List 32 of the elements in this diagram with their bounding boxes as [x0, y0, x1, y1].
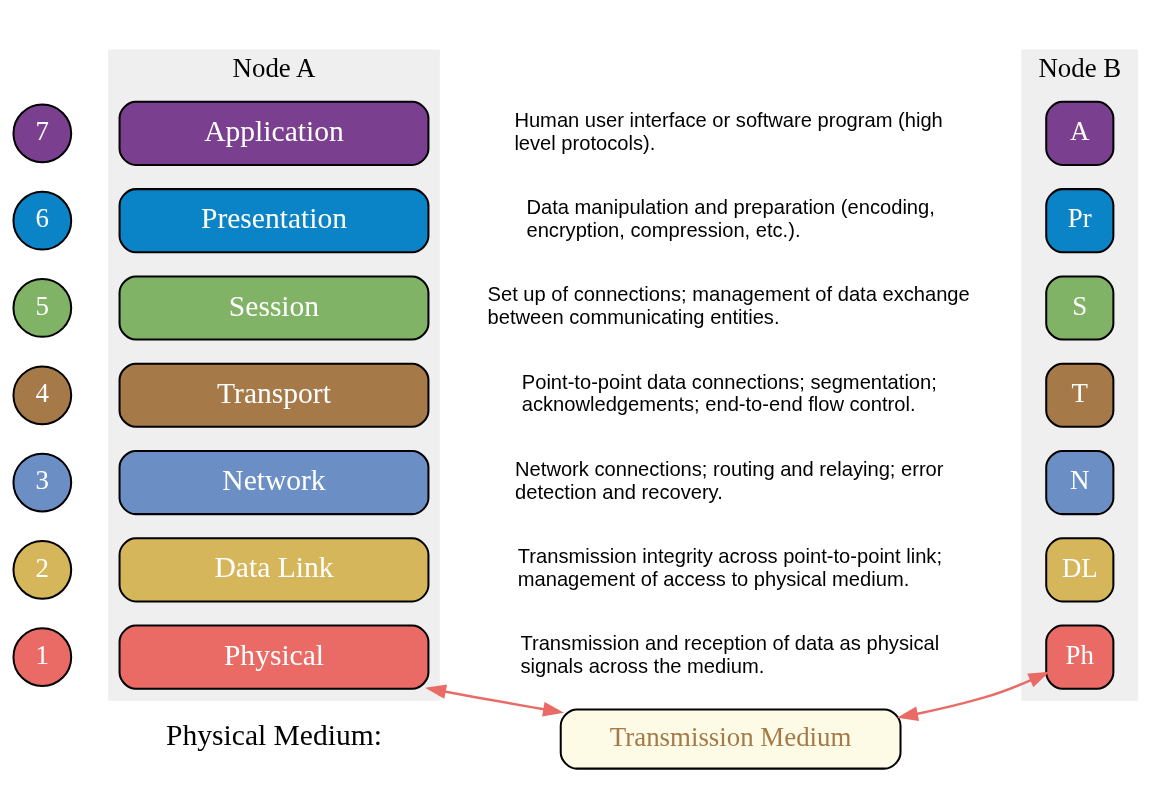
label: Point-to-point data connections; segmentation; acknowledgements; end-to-end flow control. [521, 370, 937, 416]
label: Human user interface or software program (high level protocols). [514, 108, 943, 154]
node-box: Session [118, 275, 430, 341]
node-box: Presentation [118, 188, 430, 254]
node-box: A [1045, 100, 1115, 166]
node-circle: 3 [12, 452, 73, 513]
node-circle: 5 [12, 278, 73, 338]
node-box: Data Link [118, 537, 430, 603]
label: Transmission and reception of data as physical signals across the medium. [520, 632, 940, 678]
node-circle: 6 [12, 190, 73, 251]
node-box: Transmission Medium [559, 708, 902, 770]
label: Physical Medium: [166, 719, 382, 752]
label: Transmission integrity across point-to-point link; management of access to physical medium. [517, 545, 943, 590]
node-circle: 1 [12, 627, 73, 688]
node-box: DL [1045, 537, 1115, 603]
node-box: Physical [118, 624, 430, 690]
node-circle: 4 [12, 365, 73, 426]
node-box: Ph [1045, 624, 1115, 690]
node-circle: 7 [12, 103, 73, 164]
node-box: Application [118, 100, 430, 166]
label: Network connections; routing and relaying; error detection and recovery. [515, 457, 944, 503]
node-box: Pr [1045, 188, 1115, 254]
label: Set up of connections; management of data exchange between communicating entities. [487, 283, 970, 329]
arrow [897, 671, 1050, 721]
node-box: Transport [118, 362, 430, 428]
node-box: T [1045, 362, 1115, 428]
node-box: Network [118, 450, 430, 516]
node-box: S [1045, 275, 1115, 341]
node-box: N [1045, 450, 1115, 516]
node-circle: 2 [12, 540, 73, 600]
label: Data manipulation and preparation (encoding, encryption, compression, etc.). [526, 195, 935, 241]
arrow [425, 684, 564, 717]
